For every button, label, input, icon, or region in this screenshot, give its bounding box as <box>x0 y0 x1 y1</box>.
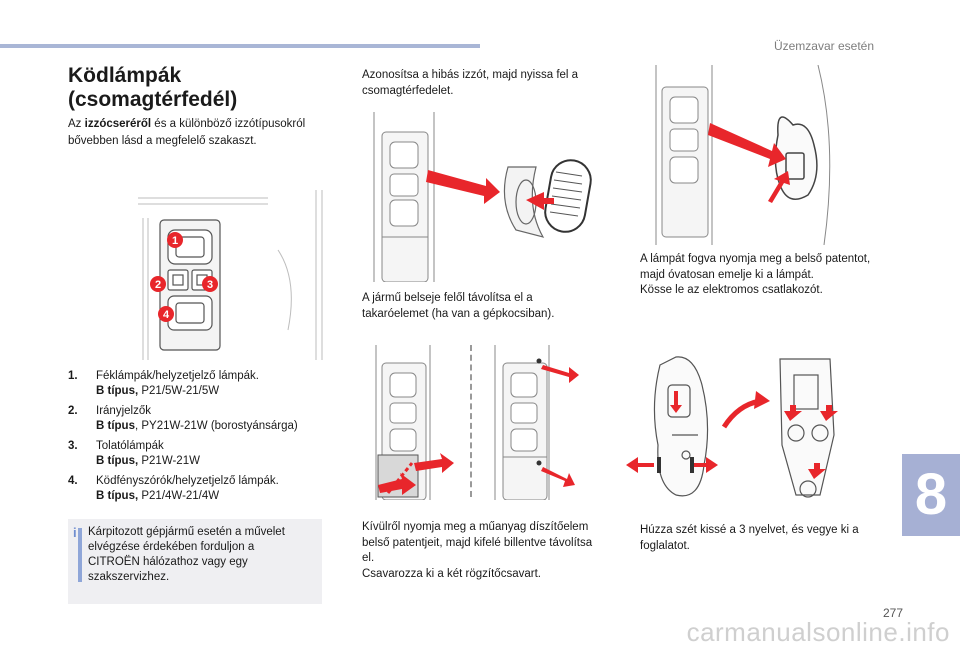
running-header: Üzemzavar esetén <box>773 39 874 53</box>
intro-paragraph: Az izzócseréről és a különböző izzótípus… <box>68 118 306 147</box>
figure-divider <box>470 345 472 497</box>
list-item: 4.Ködfényszórók/helyzetjelző lámpák.B tí… <box>68 475 279 502</box>
section-title: Ködlámpák (csomagtérfedél) <box>68 64 308 112</box>
chapter-tab: 8 <box>902 454 960 536</box>
list-item: Csavarozza ki a két rögzítőcsavart. <box>362 567 541 580</box>
section-title-line2: (csomagtérfedél) <box>68 88 238 111</box>
callout-label-1: 1 <box>172 235 178 247</box>
callout-label-2: 2 <box>155 279 161 291</box>
lamp-removal-figure <box>655 65 831 245</box>
step-2: A jármű belseje felől távolítsa el a tak… <box>342 291 592 322</box>
callout-label-4: 4 <box>163 309 170 321</box>
lamp-callout-figure: 1 2 3 4 <box>138 190 323 360</box>
section-title-line1: Ködlámpák <box>68 64 182 87</box>
top-bar <box>0 44 480 48</box>
trim-removal-figure-right <box>494 345 579 500</box>
list-item: Kösse le az elektromos csatlakozót. <box>640 284 823 296</box>
note-accent-bar <box>78 528 82 582</box>
step-3: Kívülről nyomja meg a műanyag díszítőele… <box>342 520 602 582</box>
callout-label-3: 3 <box>207 279 213 291</box>
list-item: A lámpát fogva nyomja meg a belső patent… <box>640 253 871 281</box>
bulb-list: 1.Féklámpák/helyzetjelző lámpák.B típus,… <box>68 369 330 509</box>
step-1: Azonosítsa a hibás izzót, majd nyissa fe… <box>342 68 602 99</box>
step-5: Húzza szét kissé a 3 nyelvet, és vegye k… <box>620 523 882 554</box>
bulb-holder-figure <box>626 356 838 498</box>
note-text: Kárpitozott gépjármű esetén a művelet el… <box>88 526 285 583</box>
page-number: 277 <box>882 606 903 620</box>
list-item: A jármű belseje felől távolítsa el a tak… <box>362 292 555 320</box>
callout-3 <box>202 276 218 292</box>
callout-2 <box>150 276 166 292</box>
info-icon: i <box>73 525 77 540</box>
callout-1 <box>167 232 183 248</box>
list-item: Kívülről nyomja meg a műanyag díszítőele… <box>362 521 593 564</box>
callout-4 <box>158 306 174 322</box>
watermark: carmanualsonline.info <box>686 617 950 647</box>
trim-removal-figure-left <box>375 345 454 500</box>
list-item: 1.Féklámpák/helyzetjelző lámpák.B típus,… <box>68 370 259 397</box>
cover-removal-figure <box>373 112 592 282</box>
info-note: i Kárpitozott gépjármű esetén a művelet … <box>68 519 322 604</box>
list-item: Húzza szét kissé a 3 nyelvet, és vegye k… <box>640 524 859 552</box>
list-item: Azonosítsa a hibás izzót, majd nyissa fe… <box>362 69 579 97</box>
intro-keyword: izzócseréről <box>84 118 152 130</box>
step-4: A lámpát fogva nyomja meg a belső patent… <box>620 252 882 299</box>
